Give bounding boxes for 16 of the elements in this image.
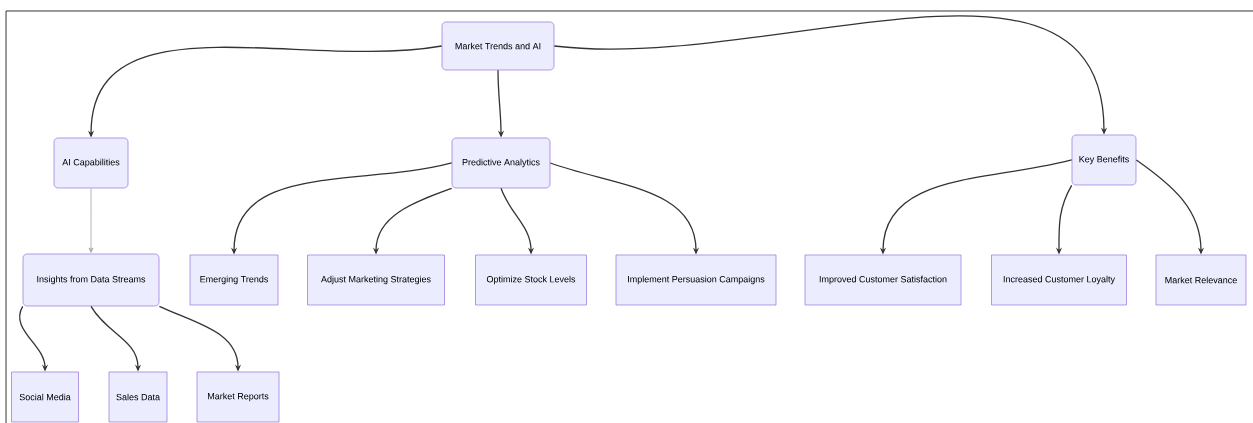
process-box: Market Relevance	[1155, 254, 1247, 306]
process-box: Emerging Trends	[189, 254, 279, 306]
process-box: Improved Customer Satisfaction	[804, 254, 962, 306]
process-box: Key Benefits	[1071, 134, 1137, 186]
process-box: Increased Customer Loyalty	[991, 254, 1127, 306]
process-box: Implement Persuasion Campaigns	[615, 254, 777, 306]
process-box: Social Media	[11, 371, 79, 423]
process-box: Market Trends and AI	[441, 21, 555, 71]
process-box: Insights from Data Streams	[22, 253, 160, 307]
process-box: Market Reports	[196, 371, 280, 423]
process-box: Optimize Stock Levels	[475, 254, 587, 306]
arrow	[88, 187, 94, 253]
process-box: Predictive Analytics	[451, 137, 551, 189]
process-box: Sales Data	[108, 371, 168, 423]
process-box: AI Capabilities	[53, 137, 129, 189]
process-box: Adjust Marketing Strategies	[307, 254, 445, 306]
